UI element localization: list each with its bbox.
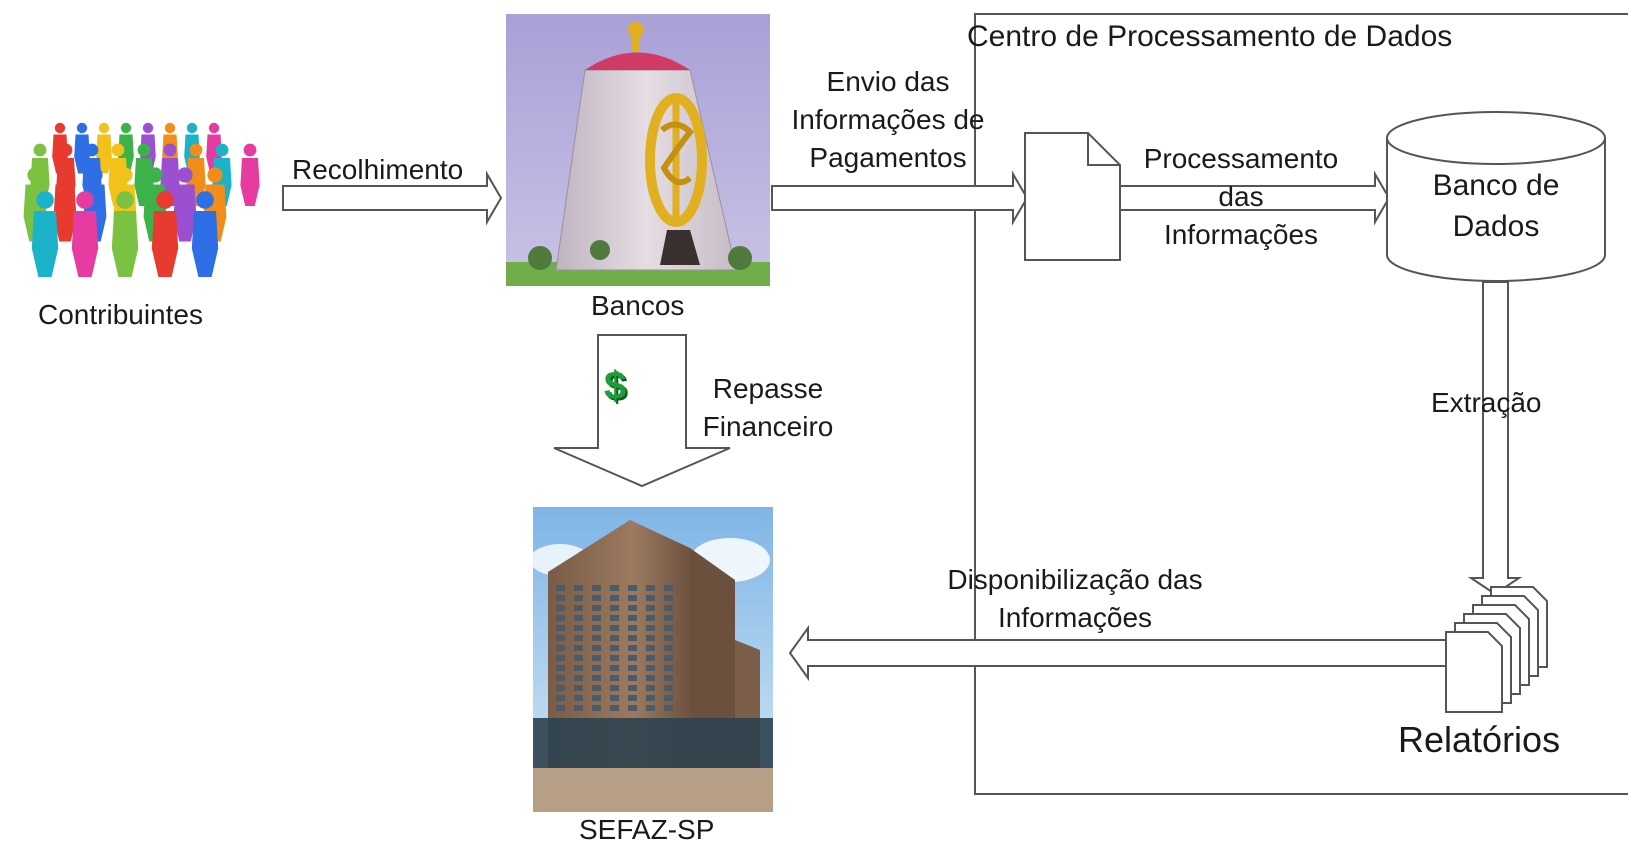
bank-building-image [506,14,770,286]
repasse-label-line2: Financeiro [702,411,834,442]
processamento-label-line2: das [1218,181,1264,212]
processamento-label-line1: Processamento [1143,143,1339,174]
envio-label-line1: Envio das [826,66,950,97]
envio-label-line2: Informações de [791,104,985,135]
disponibilizacao-arrow [788,624,1447,682]
sefaz-label: SEFAZ-SP [579,814,715,845]
processing-center-boundary [974,13,1628,795]
database-label-line1: Banco de [1432,169,1560,202]
money-icon: $ [604,364,627,408]
contribuintes-crowd-image [23,122,260,277]
repasse-arrow [553,334,731,488]
contribuintes-label: Contribuintes [38,299,203,330]
relatorios-label: Relatórios [1398,719,1561,760]
repasse-label-line1: Repasse [712,373,824,404]
extracao-arrow [1467,281,1523,596]
recolhimento-label: Recolhimento [292,154,464,185]
processing-center-title: Centro de Processamento de Dados [967,20,1453,53]
recolhimento-arrow [282,170,503,226]
processamento-arrow [1119,170,1391,226]
extracao-label: Extração [1431,387,1542,418]
reports-stack-icon [1445,586,1548,713]
disponibilizacao-label: Disponibilização das Informações [925,561,1225,637]
disponibilizacao-label-line2: Informações [997,602,1153,633]
envio-arrow [771,170,1029,226]
repasse-label: Repasse Financeiro [688,370,848,446]
disponibilizacao-label-line1: Disponibilização das [947,564,1203,595]
bancos-label: Bancos [591,290,685,321]
processamento-label-line3: Informações [1163,219,1319,250]
document-icon [1024,132,1121,261]
database-label: Banco de Dados [1387,165,1605,247]
database-cylinder-icon [1386,111,1606,282]
envio-label-line3: Pagamentos [809,142,967,173]
database-label-line2: Dados [1452,210,1540,243]
envio-label: Envio das Informações de Pagamentos [775,63,1001,177]
sefaz-building-image [530,507,773,812]
processamento-label: Processamento das Informações [1128,140,1354,254]
